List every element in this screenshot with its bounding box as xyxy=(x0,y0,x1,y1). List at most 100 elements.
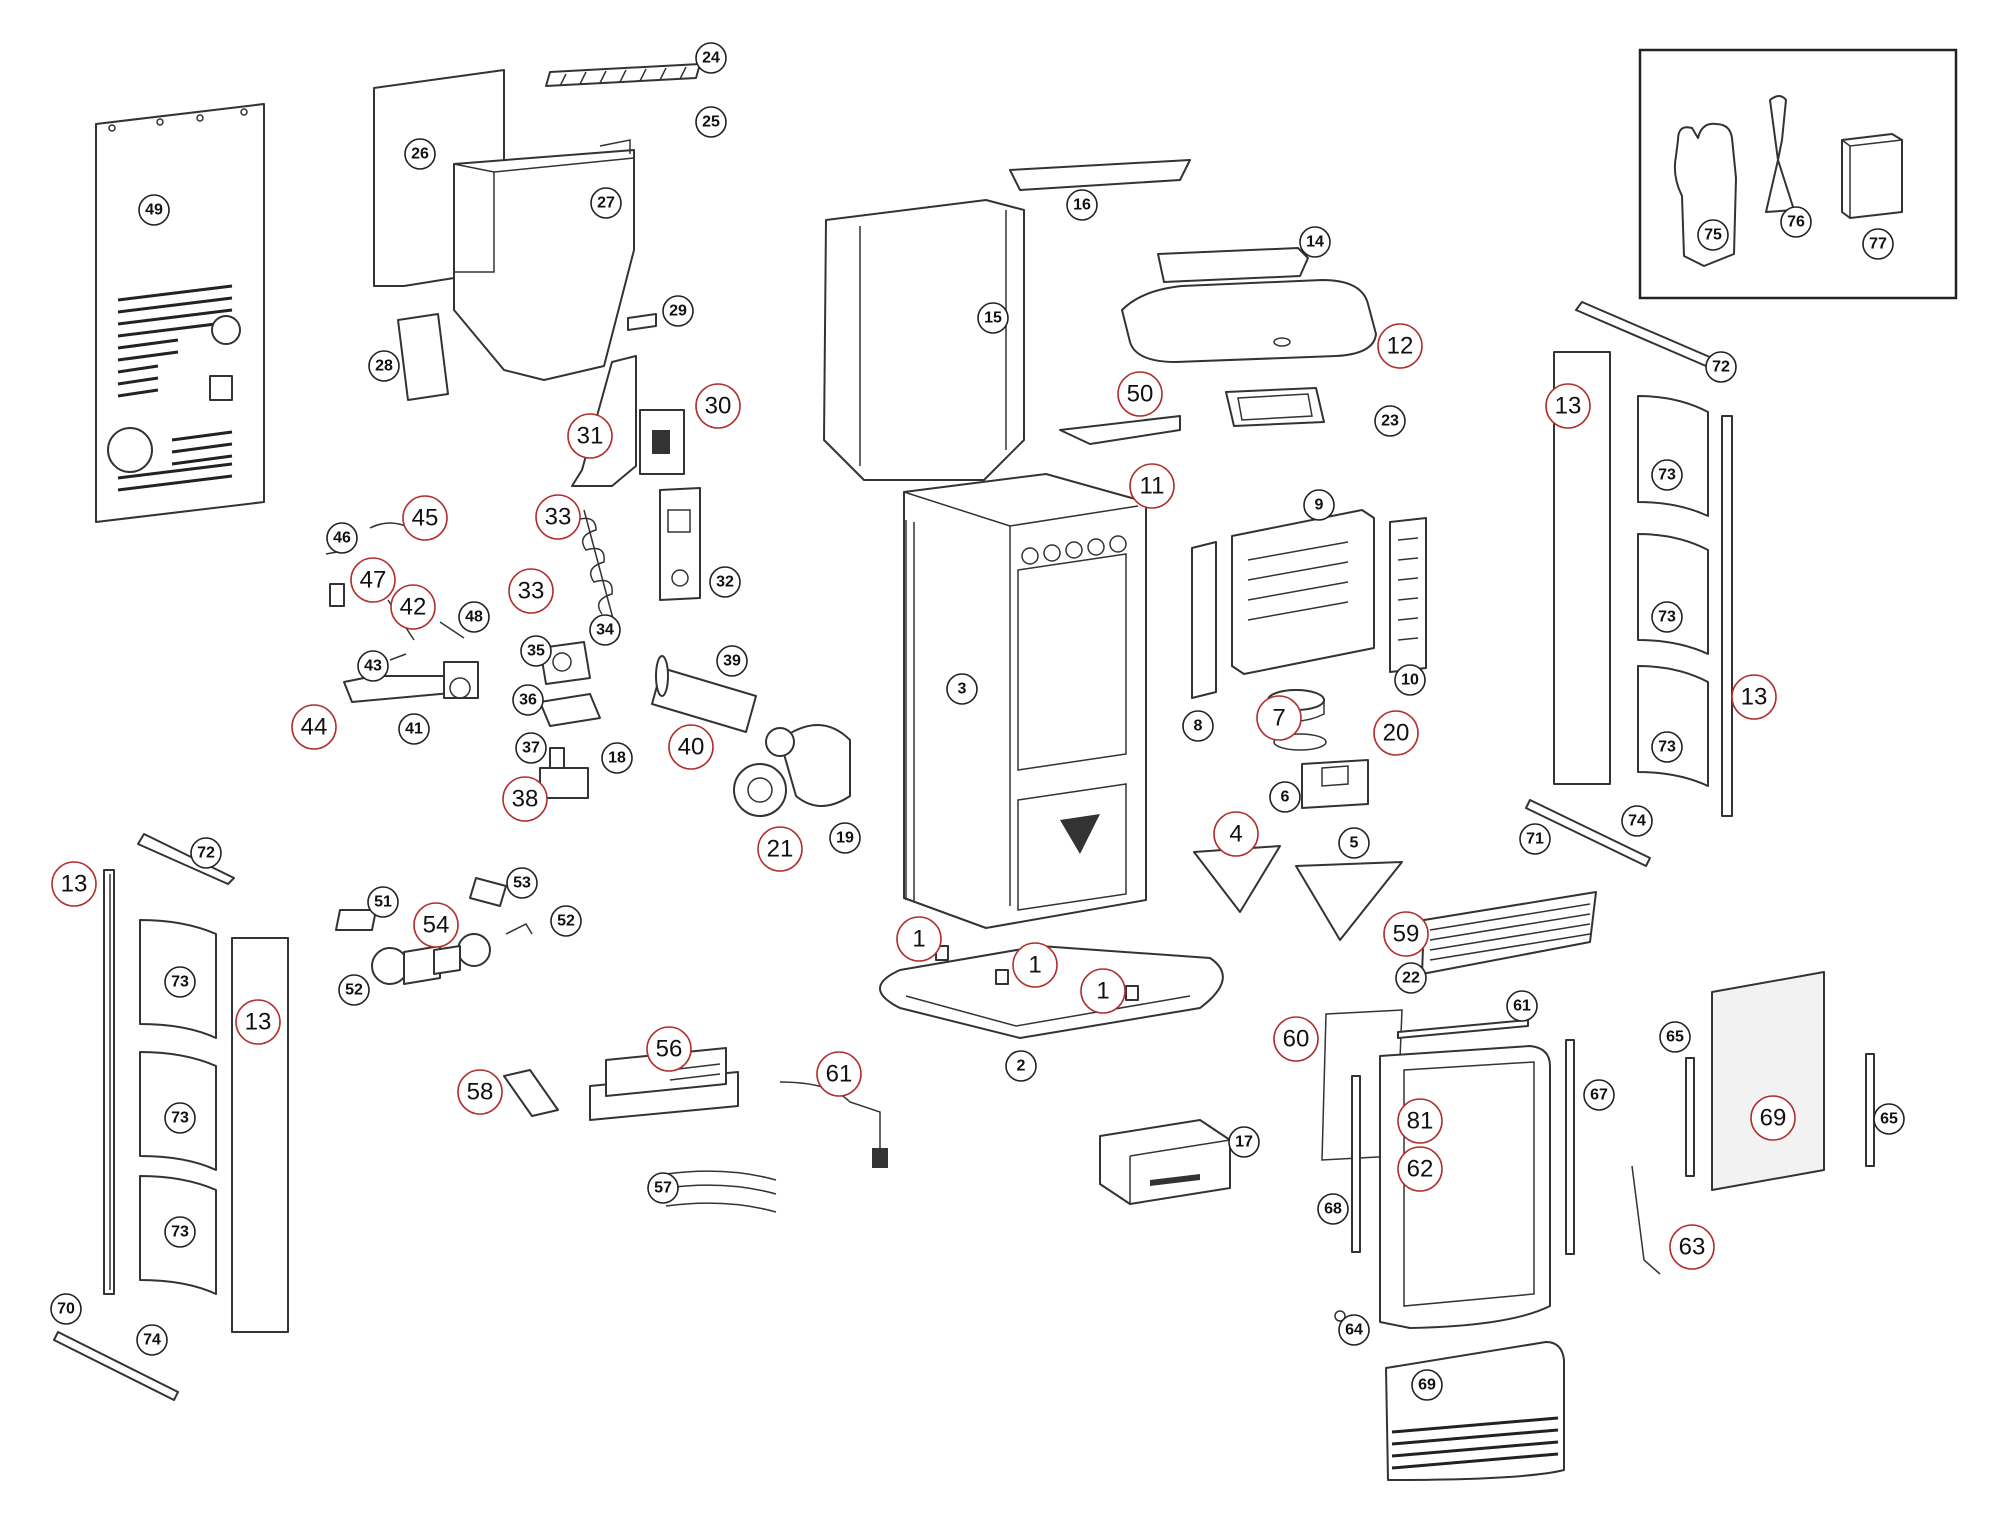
callout-circle xyxy=(709,566,741,598)
callout-45: 45 xyxy=(402,495,448,541)
callout-circle xyxy=(896,916,942,962)
callout-13: 13 xyxy=(1731,674,1777,720)
callout-circle xyxy=(515,732,547,764)
door-frame-part xyxy=(1379,1045,1551,1329)
callout-label: 38 xyxy=(512,786,539,813)
flue-pipe-part xyxy=(651,655,757,733)
callout-73: 73 xyxy=(164,966,196,998)
callout-20: 20 xyxy=(1373,710,1419,756)
callout-circle xyxy=(390,584,436,630)
callout-34: 34 xyxy=(589,614,621,646)
callout-29: 29 xyxy=(662,295,694,327)
callout-circle xyxy=(1519,823,1551,855)
callout-label: 74 xyxy=(1628,813,1646,830)
callout-9: 9 xyxy=(1303,489,1335,521)
callout-circle xyxy=(1506,990,1538,1022)
callout-35: 35 xyxy=(520,635,552,667)
callout-label: 22 xyxy=(1402,970,1420,987)
callout-69: 69 xyxy=(1750,1095,1796,1141)
callout-22: 22 xyxy=(1395,962,1427,994)
callout-label: 10 xyxy=(1401,672,1419,689)
callout-33: 33 xyxy=(508,568,554,614)
front-grill-part xyxy=(1421,891,1597,975)
callout-label: 13 xyxy=(1555,393,1582,420)
callout-7: 7 xyxy=(1256,695,1302,741)
burn-pot-part xyxy=(1301,759,1369,809)
callout-label: 68 xyxy=(1324,1201,1342,1218)
callout-24: 24 xyxy=(695,42,727,74)
callout-71: 71 xyxy=(1519,823,1551,855)
wire-harness-part xyxy=(665,1170,777,1213)
callout-42: 42 xyxy=(390,584,436,630)
callout-label: 48 xyxy=(465,609,483,626)
callout-51: 51 xyxy=(367,886,399,918)
callout-circle xyxy=(1780,206,1812,238)
callout-73: 73 xyxy=(1651,459,1683,491)
callout-label: 6 xyxy=(1281,789,1290,806)
callout-73: 73 xyxy=(164,1216,196,1248)
callout-circle xyxy=(508,568,554,614)
callout-65: 65 xyxy=(1659,1021,1691,1053)
callout-label: 70 xyxy=(57,1301,75,1318)
callout-label: 13 xyxy=(1741,684,1768,711)
callout-label: 43 xyxy=(364,658,382,675)
callout-label: 31 xyxy=(577,423,604,450)
callout-33: 33 xyxy=(535,494,581,540)
gear-motor-part xyxy=(539,747,589,799)
door-glass-part xyxy=(1711,971,1825,1191)
callout-label: 52 xyxy=(345,982,363,999)
callout-63: 63 xyxy=(1669,1224,1715,1270)
callout-label: 18 xyxy=(608,750,626,767)
callout-circle xyxy=(646,1026,692,1072)
callout-circle xyxy=(1317,1193,1349,1225)
callout-1: 1 xyxy=(1012,942,1058,988)
callout-circle xyxy=(398,713,430,745)
side-strip-part xyxy=(103,869,115,1295)
callout-circle xyxy=(567,413,613,459)
callout-label: 72 xyxy=(197,845,215,862)
callout-27: 27 xyxy=(590,187,622,219)
callout-60: 60 xyxy=(1273,1016,1319,1062)
seal-ring-part xyxy=(1273,733,1327,751)
callout-label: 57 xyxy=(654,1180,672,1197)
callout-circle xyxy=(695,106,727,138)
callout-44: 44 xyxy=(291,704,337,750)
callout-label: 73 xyxy=(171,1224,189,1241)
callout-circle xyxy=(1750,1095,1796,1141)
support-plate-part xyxy=(539,693,601,727)
callout-label: 26 xyxy=(411,146,429,163)
callout-label: 35 xyxy=(527,643,545,660)
callout-label: 73 xyxy=(1658,467,1676,484)
callout-1: 1 xyxy=(1080,968,1126,1014)
callout-53: 53 xyxy=(506,867,538,899)
callout-label: 4 xyxy=(1229,821,1242,848)
callout-label: 17 xyxy=(1235,1134,1253,1151)
callout-3: 3 xyxy=(946,673,978,705)
ceramic-tile-right-part xyxy=(1637,395,1709,787)
callout-label: 29 xyxy=(669,303,687,320)
callout-label: 1 xyxy=(1096,978,1109,1005)
callout-circle xyxy=(457,1069,503,1115)
callout-label: 81 xyxy=(1407,1108,1434,1135)
front-panel-part xyxy=(1385,1341,1565,1481)
callout-circle xyxy=(458,601,490,633)
side-baffle-part xyxy=(1389,517,1427,673)
exhaust-fan-part xyxy=(765,724,851,807)
side-panel-left-part xyxy=(231,937,289,1333)
callout-38: 38 xyxy=(502,776,548,822)
fan-clip-part xyxy=(505,923,533,935)
callout-61: 61 xyxy=(1506,990,1538,1022)
callout-circle xyxy=(413,902,459,948)
pellet-tank-part xyxy=(453,139,635,381)
callout-circle xyxy=(1545,383,1591,429)
callout-23: 23 xyxy=(1374,405,1406,437)
callout-72: 72 xyxy=(190,837,222,869)
callout-circle xyxy=(1005,1050,1037,1082)
door-screw-part xyxy=(1334,1310,1346,1322)
door-handle-part xyxy=(1631,1165,1661,1275)
callout-circle xyxy=(1583,1079,1615,1111)
callout-32: 32 xyxy=(709,566,741,598)
tank-grid-part xyxy=(545,63,701,87)
callout-circle xyxy=(1397,1098,1443,1144)
callout-81: 81 xyxy=(1397,1098,1443,1144)
